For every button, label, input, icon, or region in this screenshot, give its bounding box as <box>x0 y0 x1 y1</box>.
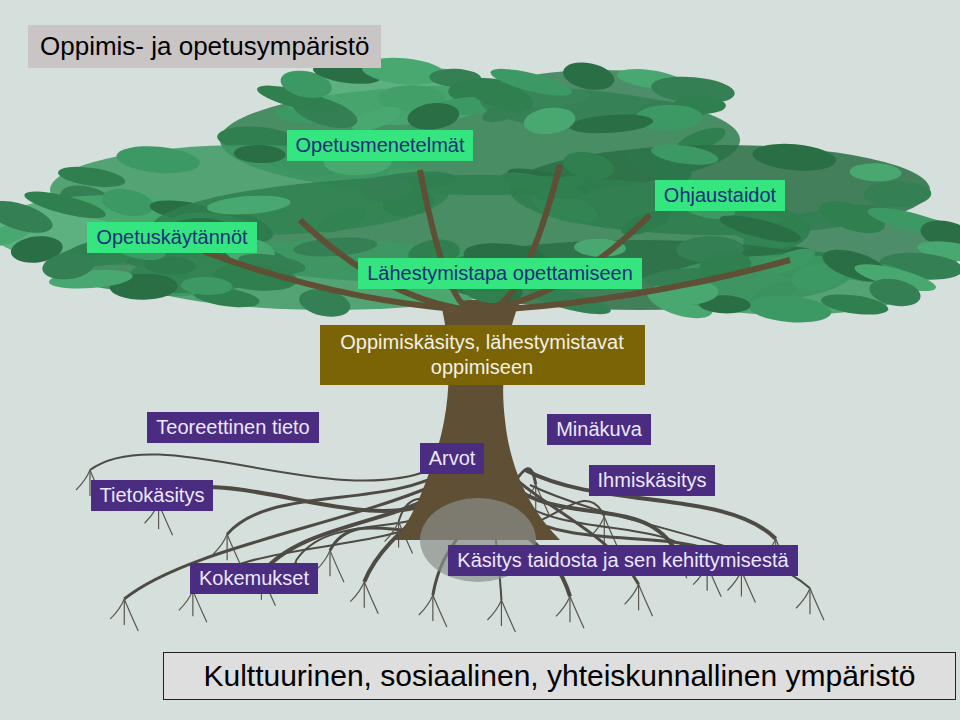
root-fiber <box>625 584 639 604</box>
box-text: Lähestymistapa opettamiseen <box>366 262 634 285</box>
leaf <box>569 112 654 136</box>
label-box: Teoreettinen tieto <box>147 412 318 443</box>
root-fiber <box>124 599 138 631</box>
root-fiber <box>364 582 378 614</box>
leaf <box>206 193 291 217</box>
tree-canopy <box>0 55 960 326</box>
leaf <box>561 58 617 93</box>
leaf <box>233 144 286 164</box>
leaf <box>115 143 201 176</box>
root-fiber <box>569 596 570 622</box>
box-text: Oppimiskäsitys, lähestymistavat oppimise… <box>330 330 635 380</box>
leaf <box>359 172 414 204</box>
label-box: Käsitys taidosta ja sen kehittymisestä <box>448 545 797 576</box>
label-box: Arvot <box>420 443 485 474</box>
diagram-title: Oppimis- ja opetusympäristö <box>28 25 381 68</box>
box-text: Arvot <box>428 447 477 470</box>
leaf <box>849 162 902 182</box>
root-fiber <box>227 534 241 566</box>
root-fiber <box>810 588 824 620</box>
label-box: Ihmiskäsitys <box>589 465 716 496</box>
box-text: Kokemukset <box>198 567 310 590</box>
root-fiber <box>501 600 502 626</box>
root-fiber <box>487 600 501 620</box>
root-fiber <box>432 595 433 621</box>
label-box: Tietokäsitys <box>91 480 214 511</box>
root-fiber <box>638 584 639 610</box>
label-box: Lähestymistapa opettamiseen <box>358 258 642 289</box>
root-fiber <box>809 588 810 614</box>
label-box: Opetusmenetelmät <box>287 130 474 161</box>
root-fiber <box>419 595 433 615</box>
root-fiber <box>227 534 228 560</box>
box-text: Tietokäsitys <box>99 484 206 507</box>
root-fiber <box>604 517 605 543</box>
root-fiber <box>124 599 125 625</box>
label-box: Minäkuva <box>547 414 651 445</box>
box-text: Käsitys taidosta ja sen kehittymisestä <box>456 549 789 572</box>
leaf <box>763 244 818 279</box>
root-fiber <box>350 582 364 602</box>
root-fiber <box>110 599 124 619</box>
box-text: Opetusmenetelmät <box>295 134 466 157</box>
leaf <box>100 185 156 220</box>
root-fiber <box>193 590 207 622</box>
tree-root <box>525 470 775 539</box>
root-fiber <box>76 470 90 490</box>
root-fiber <box>433 595 447 627</box>
box-text: Kulttuurinen, sosiaalinen, yhteiskunnall… <box>174 659 945 693</box>
label-box: Ohjaustaidot <box>655 180 785 211</box>
box-text: Ihmiskäsitys <box>597 469 708 492</box>
leaf <box>41 250 96 282</box>
leaf <box>751 141 837 174</box>
tree-branch <box>420 170 470 310</box>
root-fiber <box>330 550 344 582</box>
box-text: Ohjaustaidot <box>663 184 777 207</box>
box-text: Minäkuva <box>555 418 643 441</box>
root-fiber <box>316 550 330 570</box>
box-text: Opetuskäytännöt <box>95 226 248 249</box>
leaf <box>57 163 127 190</box>
leaf <box>650 141 720 168</box>
label-box: Opetuskäytännöt <box>87 222 256 253</box>
root-fiber <box>213 534 227 554</box>
leaf <box>406 100 461 132</box>
leaf <box>863 181 931 208</box>
label-box: Kokemukset <box>190 563 318 594</box>
root-fiber <box>639 584 653 616</box>
root-fiber <box>329 550 330 576</box>
root-fiber <box>364 582 365 608</box>
root-fiber <box>556 596 570 616</box>
leaf <box>747 292 833 325</box>
leaf <box>22 186 108 224</box>
leaf <box>522 105 577 137</box>
box-text: Teoreettinen tieto <box>155 416 310 439</box>
root-fiber <box>192 590 193 616</box>
root-fiber <box>501 600 515 632</box>
leaf <box>180 276 233 296</box>
core-box: Oppimiskäsitys, lähestymistavat oppimise… <box>320 325 645 385</box>
root-fiber <box>570 596 584 628</box>
tree-root <box>90 454 430 480</box>
leaf <box>488 63 574 101</box>
environment-band: Kulttuurinen, sosiaalinen, yhteiskunnall… <box>163 652 956 700</box>
root-fiber <box>796 588 810 608</box>
